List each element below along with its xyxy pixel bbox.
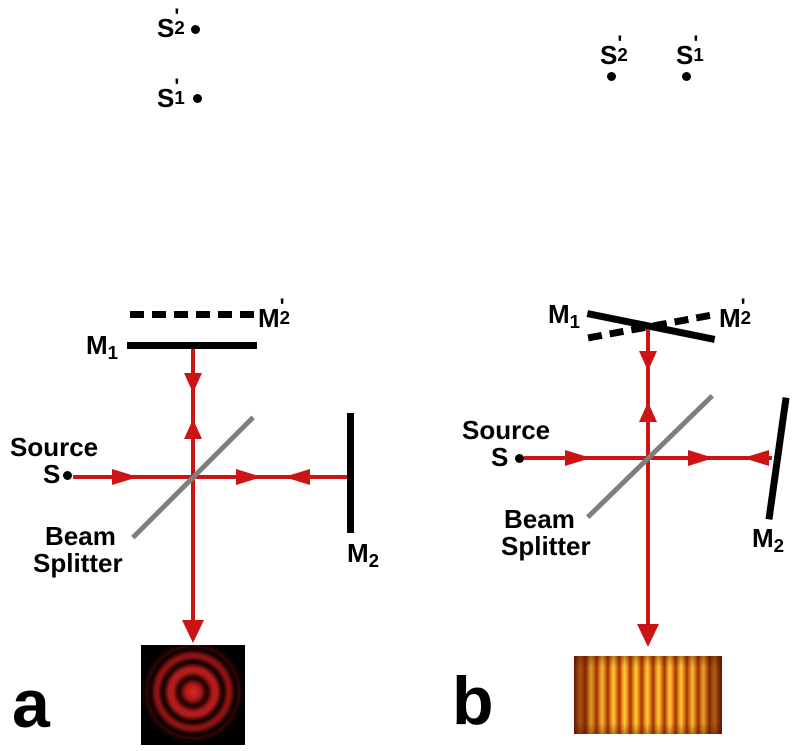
beam-arrow-down-a: [184, 373, 202, 393]
mirror-m2-a: [347, 413, 354, 533]
beam-arrow-output-b: [637, 624, 659, 647]
beam-arrow-output-a: [182, 620, 204, 643]
virtual-source-dot-s2-a: [191, 25, 200, 34]
subscript: 1: [174, 86, 185, 108]
beam-splitter-caption-line2-a: Splitter: [33, 548, 123, 578]
interference-pattern-stripes: [574, 656, 722, 734]
mirror-m2-image-label-a: M'2: [258, 296, 294, 333]
prime-mark: ': [740, 294, 746, 318]
virtual-source-dot-s1-a: [193, 94, 202, 103]
mirror-m2-label-b: M2: [752, 523, 784, 555]
prime-mark: ': [174, 4, 180, 28]
label-base: M: [752, 523, 774, 553]
label-base: M: [347, 538, 369, 568]
virtual-source-s2-label-a: S'2: [157, 6, 188, 43]
prime-mark: ': [279, 294, 285, 318]
label-prime-sub: '2: [174, 6, 188, 38]
mirror-m1-label-b: M1: [548, 299, 580, 331]
source-s-label-b: S: [491, 442, 509, 472]
beam-arrow-right2-a: [236, 469, 262, 485]
label-base: M: [258, 303, 280, 333]
source-word-a: Source: [10, 432, 99, 462]
label-base: M: [86, 330, 108, 360]
prime-mark: ': [693, 31, 699, 55]
source-dot-a: [63, 471, 72, 480]
beam-arrow-down-b: [639, 351, 657, 371]
label-base: S: [157, 83, 175, 113]
panel-letter-a: a: [12, 666, 50, 742]
interference-pattern-circular: [141, 645, 245, 745]
subscript: 2: [773, 535, 785, 557]
label-base: M: [719, 303, 741, 333]
mirror-m1-a: [127, 342, 257, 349]
beam-splitter-caption-line1-a: Beam: [45, 521, 116, 551]
subscript: 2: [617, 43, 628, 65]
beam-vertical-b: [646, 329, 650, 624]
beam-arrow-left-a: [284, 469, 310, 485]
source-dot-b: [515, 454, 524, 463]
mirror-m2-image-dashed-a: [130, 311, 254, 318]
virtual-source-s2-label-b: S'2: [600, 33, 631, 70]
label-base: M: [548, 299, 570, 329]
source-s-label-a: S: [43, 459, 61, 489]
label-prime-sub: '1: [174, 76, 188, 108]
subscript: 2: [740, 306, 752, 328]
label-prime-sub: '2: [617, 33, 631, 65]
label-base: S: [676, 40, 694, 70]
prime-mark: ': [617, 31, 623, 55]
subscript: 2: [279, 306, 291, 328]
mirror-m2-image-label-b: M'2: [719, 296, 755, 333]
mirror-m2-label-a: M2: [347, 538, 379, 570]
beam-arrow-up-b: [639, 402, 657, 422]
subscript: 1: [569, 311, 581, 333]
virtual-source-s1-label-a: S'1: [157, 76, 188, 113]
beam-splitter-caption-line2-b: Splitter: [501, 531, 591, 561]
prime-mark: ': [174, 74, 180, 98]
subscript: 2: [174, 16, 185, 38]
beam-splitter-caption-line1-b: Beam: [504, 504, 575, 534]
beam-arrow-right1-b: [565, 450, 591, 466]
label-prime-sub: '2: [279, 296, 294, 328]
subscript: 1: [107, 342, 119, 364]
label-prime-sub: '2: [740, 296, 755, 328]
virtual-source-dot-s1-b: [682, 72, 691, 81]
beam-arrow-left-b: [743, 450, 769, 466]
subscript: 1: [693, 43, 704, 65]
label-base: S: [157, 13, 175, 43]
beam-arrow-up-a: [184, 419, 202, 439]
beam-arrow-right2-b: [688, 450, 714, 466]
beam-vertical-a: [191, 349, 195, 622]
virtual-source-dot-s2-b: [607, 72, 616, 81]
panel-letter-b: b: [452, 663, 494, 739]
beam-horizontal-a: [73, 475, 347, 479]
label-prime-sub: '1: [693, 33, 707, 65]
source-word-b: Source: [462, 415, 551, 445]
subscript: 2: [368, 550, 380, 572]
mirror-m1-label-a: M1: [86, 330, 118, 362]
virtual-source-s1-label-b: S'1: [676, 33, 707, 70]
label-base: S: [600, 40, 618, 70]
beam-arrow-right1-a: [112, 469, 138, 485]
